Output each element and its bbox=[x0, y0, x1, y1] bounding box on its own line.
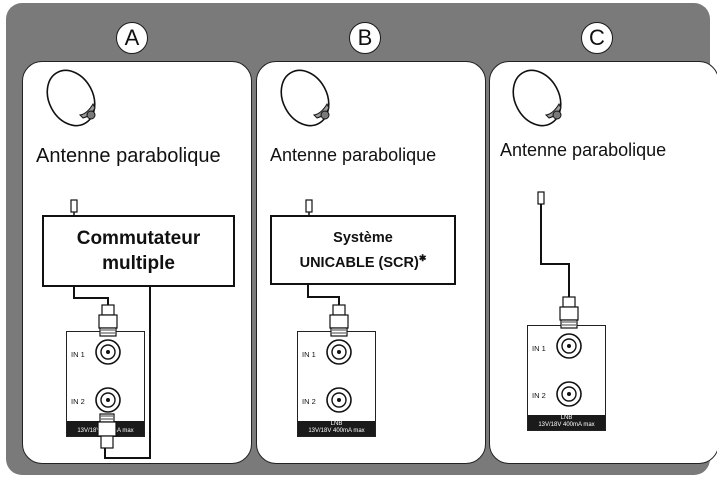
panel-b-port-in1-icon bbox=[326, 339, 352, 365]
panel-a-letter: A bbox=[116, 22, 148, 54]
panel-c-letter: C bbox=[581, 22, 613, 54]
unicable-box: Système UNICABLE (SCR)✱ bbox=[270, 215, 456, 285]
unicable-line1: Système bbox=[333, 229, 393, 246]
panel-c-cable bbox=[540, 204, 570, 298]
panel-a-antenna-label: Antenne parabolique bbox=[36, 145, 221, 167]
panel-a-in2-label: IN 2 bbox=[71, 397, 85, 406]
panel-b-port-in2-icon bbox=[326, 387, 352, 413]
panel-c-connector-icon bbox=[559, 296, 579, 329]
panel-b-in1-label: IN 1 bbox=[302, 350, 316, 359]
unicable-line2-text: UNICABLE (SCR) bbox=[299, 254, 419, 271]
panel-c-port-in2-icon bbox=[556, 381, 582, 407]
panel-c-in1-label: IN 1 bbox=[532, 344, 546, 353]
panel-a-input-stub-icon bbox=[70, 199, 78, 213]
panel-a-connector-2-icon bbox=[97, 413, 117, 449]
panel-a-dish-icon bbox=[46, 69, 96, 127]
panel-a-cable-2 bbox=[104, 287, 151, 459]
panel-b-lnb-title: LNB bbox=[330, 421, 343, 427]
panel-c-lnb-footer: LNB 13V/18V 400mA max bbox=[528, 415, 605, 430]
panel-c-antenna-label: Antenne parabolique bbox=[500, 140, 667, 160]
panel-a-in1-label: IN 1 bbox=[71, 350, 85, 359]
multiswitch-box: Commutateur multiple bbox=[42, 215, 235, 287]
panel-c-lnb-title: LNB bbox=[560, 415, 573, 421]
panel-a-connector-1-icon bbox=[98, 304, 118, 337]
panel-a-port-in2-icon bbox=[95, 387, 121, 413]
panel-b-dish-icon bbox=[280, 69, 330, 127]
panel-b-input-stub-icon bbox=[305, 199, 313, 213]
panel-b-antenna-label: Antenne parabolique bbox=[270, 145, 437, 165]
panel-c-in2-label: IN 2 bbox=[532, 391, 546, 400]
panel-c-input-stub-icon bbox=[537, 191, 545, 205]
panel-a-port-in1-icon bbox=[95, 339, 121, 365]
panel-c-port-in1-icon bbox=[556, 333, 582, 359]
panel-c-lnb-spec: 13V/18V 400mA max bbox=[538, 422, 595, 428]
panel-b-in2-label: IN 2 bbox=[302, 397, 316, 406]
multiswitch-line1: Commutateur bbox=[76, 228, 201, 249]
panel-b-cable bbox=[307, 285, 340, 306]
panel-c-dish-icon bbox=[512, 69, 562, 127]
panel-b-connector-icon bbox=[329, 304, 349, 337]
panel-b-lnb-spec: 13V/18V 400mA max bbox=[308, 428, 365, 434]
unicable-line2: UNICABLE (SCR)✱ bbox=[300, 248, 427, 273]
panel-b-letter: B bbox=[349, 22, 381, 54]
multiswitch-line2: multiple bbox=[102, 253, 175, 274]
panel-b-lnb-footer: LNB 13V/18V 400mA max bbox=[298, 421, 375, 436]
panel-a-cable-1 bbox=[73, 287, 109, 306]
asterisk-icon: ✱ bbox=[418, 252, 427, 263]
